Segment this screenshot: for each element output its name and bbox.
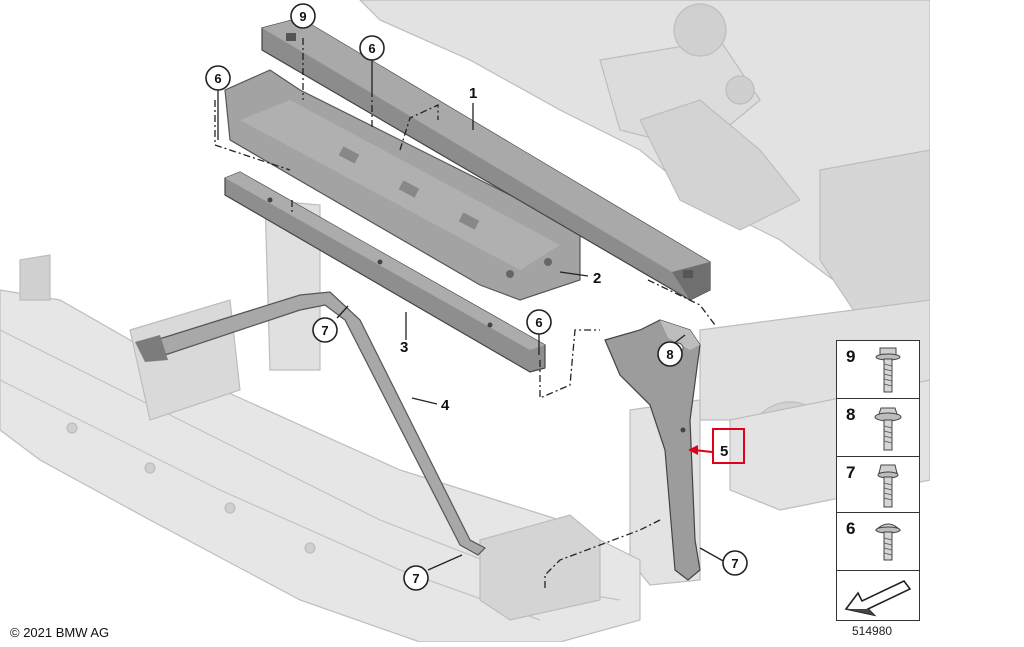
hex-bolt-icon xyxy=(877,464,899,508)
callout-6-left: 6 xyxy=(205,65,231,91)
part-2-cover-plate xyxy=(224,69,581,301)
callout-7-bottom-left: 7 xyxy=(403,565,429,591)
part-label-4: 4 xyxy=(441,397,450,414)
callout-7-bottom-right-text: 7 xyxy=(731,556,738,571)
callout-6-mid-text: 6 xyxy=(535,315,542,330)
part-label-3: 3 xyxy=(400,339,408,356)
part-label-5: 5 xyxy=(720,443,728,460)
part-label-1: 1 xyxy=(469,85,477,102)
legend-row-9: 9 xyxy=(837,341,919,399)
callout-9-top: 9 xyxy=(290,3,316,29)
washer-bolt-icon xyxy=(874,407,902,451)
part-5-highlight xyxy=(688,428,745,464)
callout-7-bottom-right: 7 xyxy=(722,550,748,576)
copyright-notice: © 2021 BMW AG xyxy=(10,625,110,640)
callout-8-bracket: 8 xyxy=(657,341,683,367)
part-4-diagonal-stay xyxy=(135,291,486,556)
callout-8-bracket-text: 8 xyxy=(666,347,673,362)
assembly-lines xyxy=(214,38,716,590)
right-margin xyxy=(930,0,1024,642)
callout-7-bottom-left-text: 7 xyxy=(412,571,419,586)
flange-bolt-icon xyxy=(875,347,901,393)
legend-row-arrow xyxy=(837,571,919,620)
callout-6-left-text: 6 xyxy=(214,71,221,86)
callout-9-top-text: 9 xyxy=(299,9,306,24)
callout-6-top: 6 xyxy=(359,35,385,61)
diagram-id: 514980 xyxy=(852,624,893,638)
legend-row-7: 7 xyxy=(837,457,919,513)
callout-7-stay-text: 7 xyxy=(321,323,328,338)
callout-7-stay: 7 xyxy=(312,317,338,343)
callout-6-mid: 6 xyxy=(526,309,552,335)
callout-6-top-text: 6 xyxy=(368,41,375,56)
legend-number-8: 8 xyxy=(846,405,856,424)
legend-number-9: 9 xyxy=(846,347,856,366)
legend-row-6: 6 xyxy=(837,513,919,571)
legend-row-8: 8 xyxy=(837,399,919,457)
part-3-lower-support xyxy=(224,171,546,373)
legend-number-7: 7 xyxy=(846,463,856,482)
legend-number-6: 6 xyxy=(846,519,856,538)
callout-leaders xyxy=(217,60,726,571)
fastener-legend-panel: 9 8 7 6 xyxy=(836,340,920,621)
part-label-2: 2 xyxy=(593,270,601,287)
direction-arrow-icon xyxy=(844,579,912,617)
button-head-bolt-icon xyxy=(874,523,902,561)
